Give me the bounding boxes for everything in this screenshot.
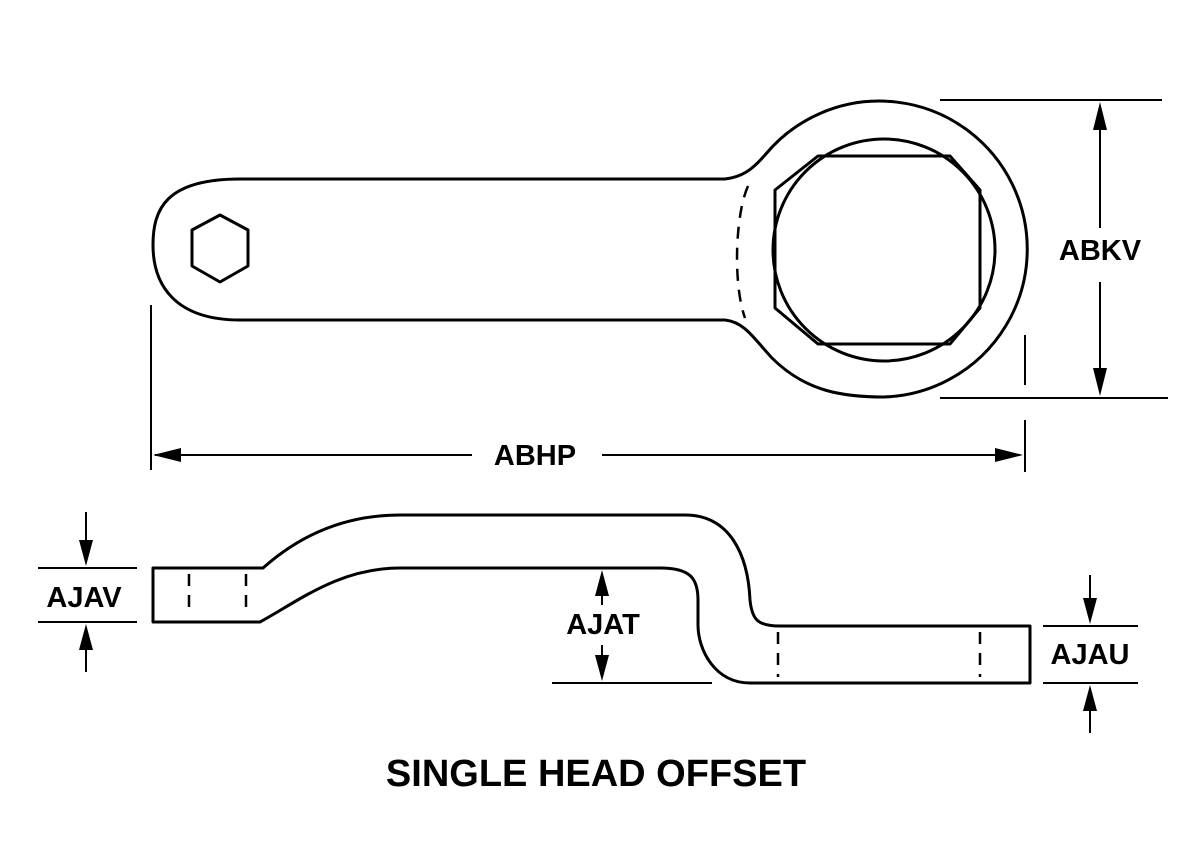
dimension-ajat: AJAT [552, 570, 712, 684]
ajau-arrow-down-icon [1083, 598, 1097, 624]
octagon-opening [773, 154, 982, 346]
ajat-arrow-up-icon [595, 570, 609, 596]
head-ring-inner [771, 137, 997, 363]
ajav-arrow-down-icon [79, 540, 93, 566]
abkv-arrow-down-icon [1093, 368, 1107, 396]
ajat-arrow-down-icon [595, 655, 609, 681]
label-ajau: AJAU [1051, 639, 1130, 671]
dimension-ajav: AJAV [38, 512, 137, 672]
hex-hole [190, 213, 250, 284]
abkv-arrow-up-icon [1093, 102, 1107, 130]
label-abkv: ABKV [1059, 235, 1142, 267]
side-profile-outline [151, 513, 1032, 685]
dimension-abhp: ABHP [150, 305, 1026, 472]
dimension-ajau: AJAU [1043, 575, 1138, 733]
top-view [151, 99, 1029, 399]
label-ajat: AJAT [566, 609, 640, 641]
abhp-arrow-right-icon [995, 448, 1023, 462]
side-view [151, 513, 1032, 685]
ajau-arrow-up-icon [1083, 685, 1097, 711]
label-abhp: ABHP [494, 440, 576, 472]
label-ajav: AJAV [46, 582, 122, 614]
abhp-arrow-left-icon [153, 448, 181, 462]
handle-outline [151, 99, 1029, 399]
ajav-arrow-up-icon [79, 624, 93, 650]
dimension-abkv: ABKV [940, 99, 1168, 399]
diagram-title: SINGLE HEAD OFFSET [386, 753, 806, 795]
head-transition-dashed [735, 185, 750, 319]
